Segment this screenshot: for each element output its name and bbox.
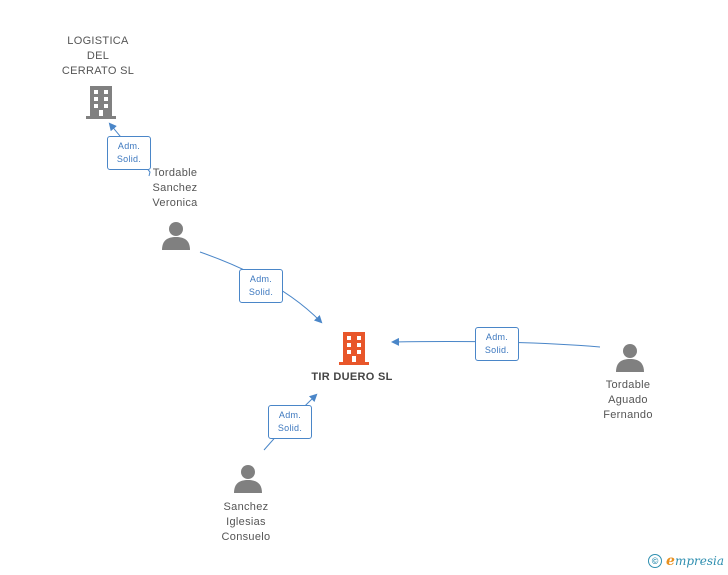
edge-badge-veronica-tir[interactable]: Adm. Solid. (239, 269, 283, 303)
copyright-icon: © (648, 554, 663, 568)
company-label-tir-duero[interactable]: TIR DUERO SL (296, 370, 408, 385)
badge-line: Adm. (278, 410, 302, 420)
label-line: CERRATO SL (61, 65, 135, 77)
badge-line: Solid. (277, 423, 303, 433)
badge-line: Adm. (485, 332, 509, 342)
label-line: Sanchez (223, 501, 269, 513)
label-line: Iglesias (226, 516, 266, 528)
person-icon-fernando[interactable] (615, 343, 645, 373)
label-line: Sanchez (152, 182, 198, 194)
badge-line: Adm. (117, 141, 141, 151)
person-label-fernando[interactable]: Tordable Aguado Fernando (583, 378, 673, 423)
label-line: Tordable (605, 379, 651, 391)
brand-initial: e (666, 553, 675, 569)
person-icon-veronica[interactable] (161, 221, 191, 251)
label-line: Consuelo (221, 531, 271, 543)
brand-logo[interactable]: empresia (666, 553, 724, 569)
footer-brand[interactable]: © empresia (648, 551, 724, 571)
label-line: Tordable (152, 167, 198, 179)
edge-badge-veronica-logistica[interactable]: Adm. Solid. (107, 136, 151, 170)
person-label-veronica[interactable]: Tordable Sanchez Veronica (130, 166, 220, 211)
label-line: Aguado (608, 394, 648, 406)
badge-line: Adm. (249, 274, 273, 284)
badge-line: Solid. (484, 345, 510, 355)
brand-name: mpresia (674, 554, 724, 568)
badge-line: Solid. (248, 287, 274, 297)
label-line: Veronica (152, 197, 198, 209)
label-line: TIR DUERO SL (311, 371, 393, 383)
label-line: DEL (86, 50, 110, 62)
person-label-consuelo[interactable]: Sanchez Iglesias Consuelo (201, 500, 291, 545)
person-icon-consuelo[interactable] (233, 464, 263, 494)
company-label-logistica[interactable]: LOGISTICA DEL CERRATO SL (48, 34, 148, 79)
building-icon-tir-duero[interactable] (337, 330, 371, 366)
label-line: LOGISTICA (67, 35, 129, 47)
building-icon-logistica[interactable] (84, 84, 118, 120)
edge-badge-fernando-tir[interactable]: Adm. Solid. (475, 327, 519, 361)
badge-line: Solid. (116, 154, 142, 164)
label-line: Fernando (603, 409, 653, 421)
edge-badge-consuelo-tir[interactable]: Adm. Solid. (268, 405, 312, 439)
